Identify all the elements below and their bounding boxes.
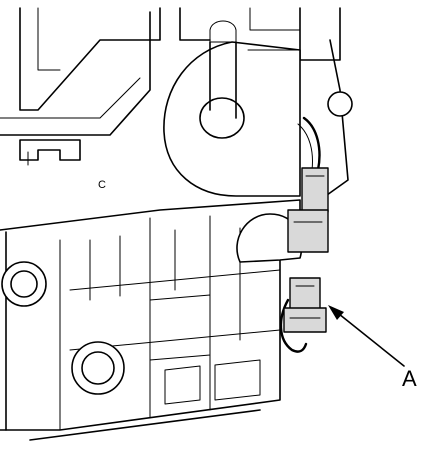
wire-harness [279,116,321,353]
upper-connector [287,167,329,253]
boss-holes [1,91,353,395]
tab-bracket [19,139,81,166]
upper-housing [0,7,341,136]
casting-mark: C [98,179,106,191]
callout-leader [328,305,405,367]
connector-a [283,277,327,333]
callout-a-label: A [402,366,417,391]
lower-body [0,39,349,441]
round-cover [163,20,301,197]
